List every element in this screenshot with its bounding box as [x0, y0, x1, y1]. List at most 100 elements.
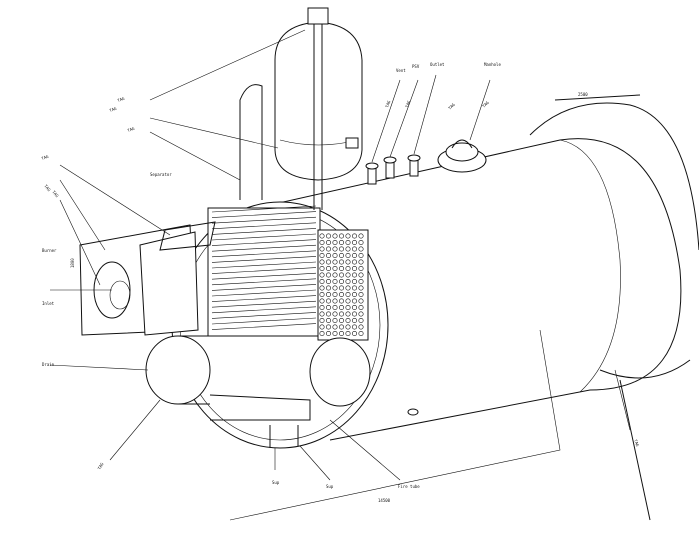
- callout-tag: TAG: [97, 461, 105, 470]
- callout-tag: TAG: [447, 102, 456, 111]
- tube-end: [345, 240, 351, 246]
- labels: Vent PSV Outlet Manhole 2500 14500 1800 …: [42, 62, 588, 503]
- tube-end: [351, 259, 357, 265]
- tube-line: [211, 261, 317, 269]
- callout-tag: TAG: [43, 183, 52, 192]
- tube-bundle: [207, 205, 369, 341]
- callout-tag: TAG: [127, 126, 136, 133]
- tube-end: [325, 311, 331, 317]
- tube-end: [351, 240, 357, 246]
- label-bottom-item-3: Fire tube: [398, 484, 420, 489]
- tube-line: [211, 300, 317, 308]
- tube-end: [358, 311, 364, 317]
- tube-line: [211, 284, 317, 291]
- tube-end: [332, 253, 338, 259]
- label-left-dimension: 1800: [70, 258, 75, 268]
- tube-end: [345, 311, 351, 317]
- tube-end: [325, 253, 331, 259]
- label-bottom-item-1: Sup: [272, 480, 280, 485]
- tube-line: [211, 250, 317, 258]
- tube-end: [345, 317, 351, 323]
- tube-end: [338, 285, 344, 291]
- tube-end: [325, 240, 331, 246]
- callout-tag: TAG: [117, 96, 126, 103]
- tube-end: [332, 317, 338, 323]
- tube-end: [332, 291, 338, 297]
- tube-end: [345, 291, 351, 297]
- tube-end: [338, 246, 344, 252]
- tube-end: [332, 240, 338, 246]
- tube-end: [319, 253, 325, 259]
- leader-lines: [49, 29, 631, 521]
- tube-end: [338, 278, 344, 284]
- tube-end: [358, 298, 364, 304]
- tube-end: [351, 253, 357, 259]
- tube-line: [211, 222, 317, 230]
- tube-line: [211, 267, 317, 274]
- tube-end: [351, 233, 357, 239]
- tube-end: [325, 278, 331, 284]
- tube-end: [345, 233, 351, 239]
- tube-end: [338, 317, 344, 323]
- tube-end: [345, 246, 351, 252]
- tube-end: [325, 259, 331, 265]
- tube-end: [319, 285, 325, 291]
- tube-end: [351, 278, 357, 284]
- tube-end: [338, 311, 344, 317]
- tube-end: [325, 233, 331, 239]
- tube-line: [211, 295, 317, 302]
- tube-end: [319, 311, 325, 317]
- tube-end: [319, 246, 325, 252]
- tube-end: [358, 240, 364, 246]
- tube-end: [345, 253, 351, 259]
- tube-end: [351, 285, 357, 291]
- tube-end: [332, 265, 338, 271]
- tube-line: [211, 244, 317, 252]
- tube-end: [351, 272, 357, 278]
- label-end-dimension: 2500: [578, 92, 588, 97]
- tube-end: [325, 246, 331, 252]
- tube-end: [319, 291, 325, 297]
- burner-box: [79, 221, 216, 336]
- tube-end: [351, 317, 357, 323]
- tube-end: [358, 285, 364, 291]
- tube-line: [211, 233, 317, 241]
- tube-end: [319, 278, 325, 284]
- tube-end: [319, 259, 325, 265]
- main-shell: [269, 94, 699, 521]
- tube-line: [211, 256, 317, 263]
- tube-end: [358, 259, 364, 265]
- tube-end: [325, 298, 331, 304]
- label-top-nozzle-4: Manhole: [484, 62, 501, 67]
- tube-end: [319, 298, 325, 304]
- tube-end: [319, 324, 325, 330]
- tube-end: [351, 298, 357, 304]
- tube-end: [325, 265, 331, 271]
- tube-end: [358, 246, 364, 252]
- tube-line: [211, 289, 317, 297]
- tube-end: [351, 291, 357, 297]
- tube-end: [338, 240, 344, 246]
- label-bottom-item-2: Sup: [326, 484, 334, 489]
- tube-end: [325, 330, 331, 336]
- supports: [269, 408, 419, 448]
- fire-tubes: [145, 335, 371, 421]
- tube-end: [358, 233, 364, 239]
- tube-end: [358, 317, 364, 323]
- tube-end: [319, 304, 325, 310]
- tube-end: [332, 298, 338, 304]
- callout-tag: TAG: [51, 189, 60, 198]
- callout-tag: TAG: [41, 154, 50, 161]
- tube-end: [345, 285, 351, 291]
- tube-end: [338, 253, 344, 259]
- tube-end: [325, 304, 331, 310]
- tube-end: [345, 324, 351, 330]
- tube-end: [345, 330, 351, 336]
- tube-end: [338, 272, 344, 278]
- tube-end: [351, 304, 357, 310]
- callout-tag: TAG: [481, 100, 490, 109]
- tube-end: [319, 265, 325, 271]
- label-left-item-3: Drain: [42, 362, 55, 367]
- callout-tag: TAG: [633, 439, 640, 448]
